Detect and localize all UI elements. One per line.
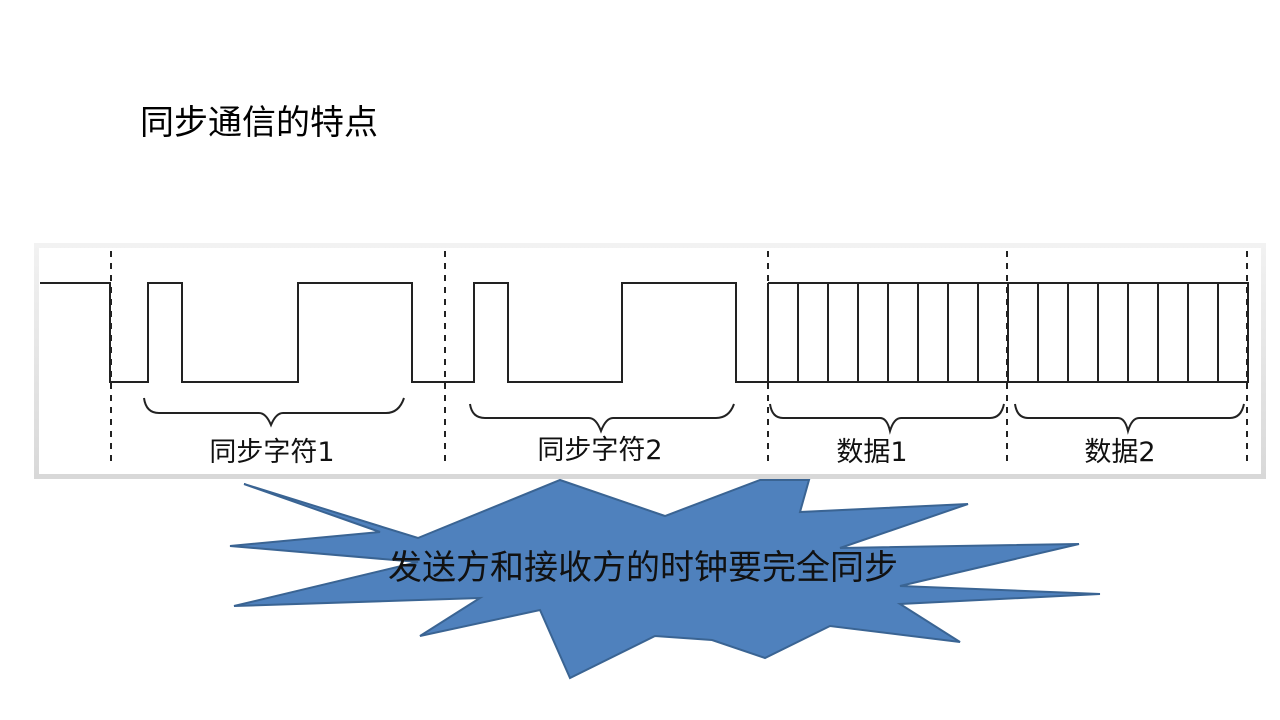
label-sync-char-2: 同步字符2 xyxy=(537,435,662,466)
diagram-inner xyxy=(39,248,1261,474)
brace-sync-char-2 xyxy=(469,403,735,434)
label-data-2: 数据2 xyxy=(1084,437,1155,468)
slide-title: 同步通信的特点 xyxy=(140,103,378,143)
data-bit-region xyxy=(767,282,1249,383)
brace-sync-char-1 xyxy=(143,397,405,428)
brace-data-1 xyxy=(769,403,1005,435)
label-data-1: 数据1 xyxy=(836,437,907,468)
callout-text: 发送方和接收方的时钟要完全同步 xyxy=(388,548,898,588)
label-sync-char-1: 同步字符1 xyxy=(209,437,334,468)
timing-diagram: 同步字符1 同步字符2 数据1 数据2 xyxy=(34,243,1266,479)
brace-data-2 xyxy=(1014,403,1245,435)
signal-waveform xyxy=(40,282,768,383)
